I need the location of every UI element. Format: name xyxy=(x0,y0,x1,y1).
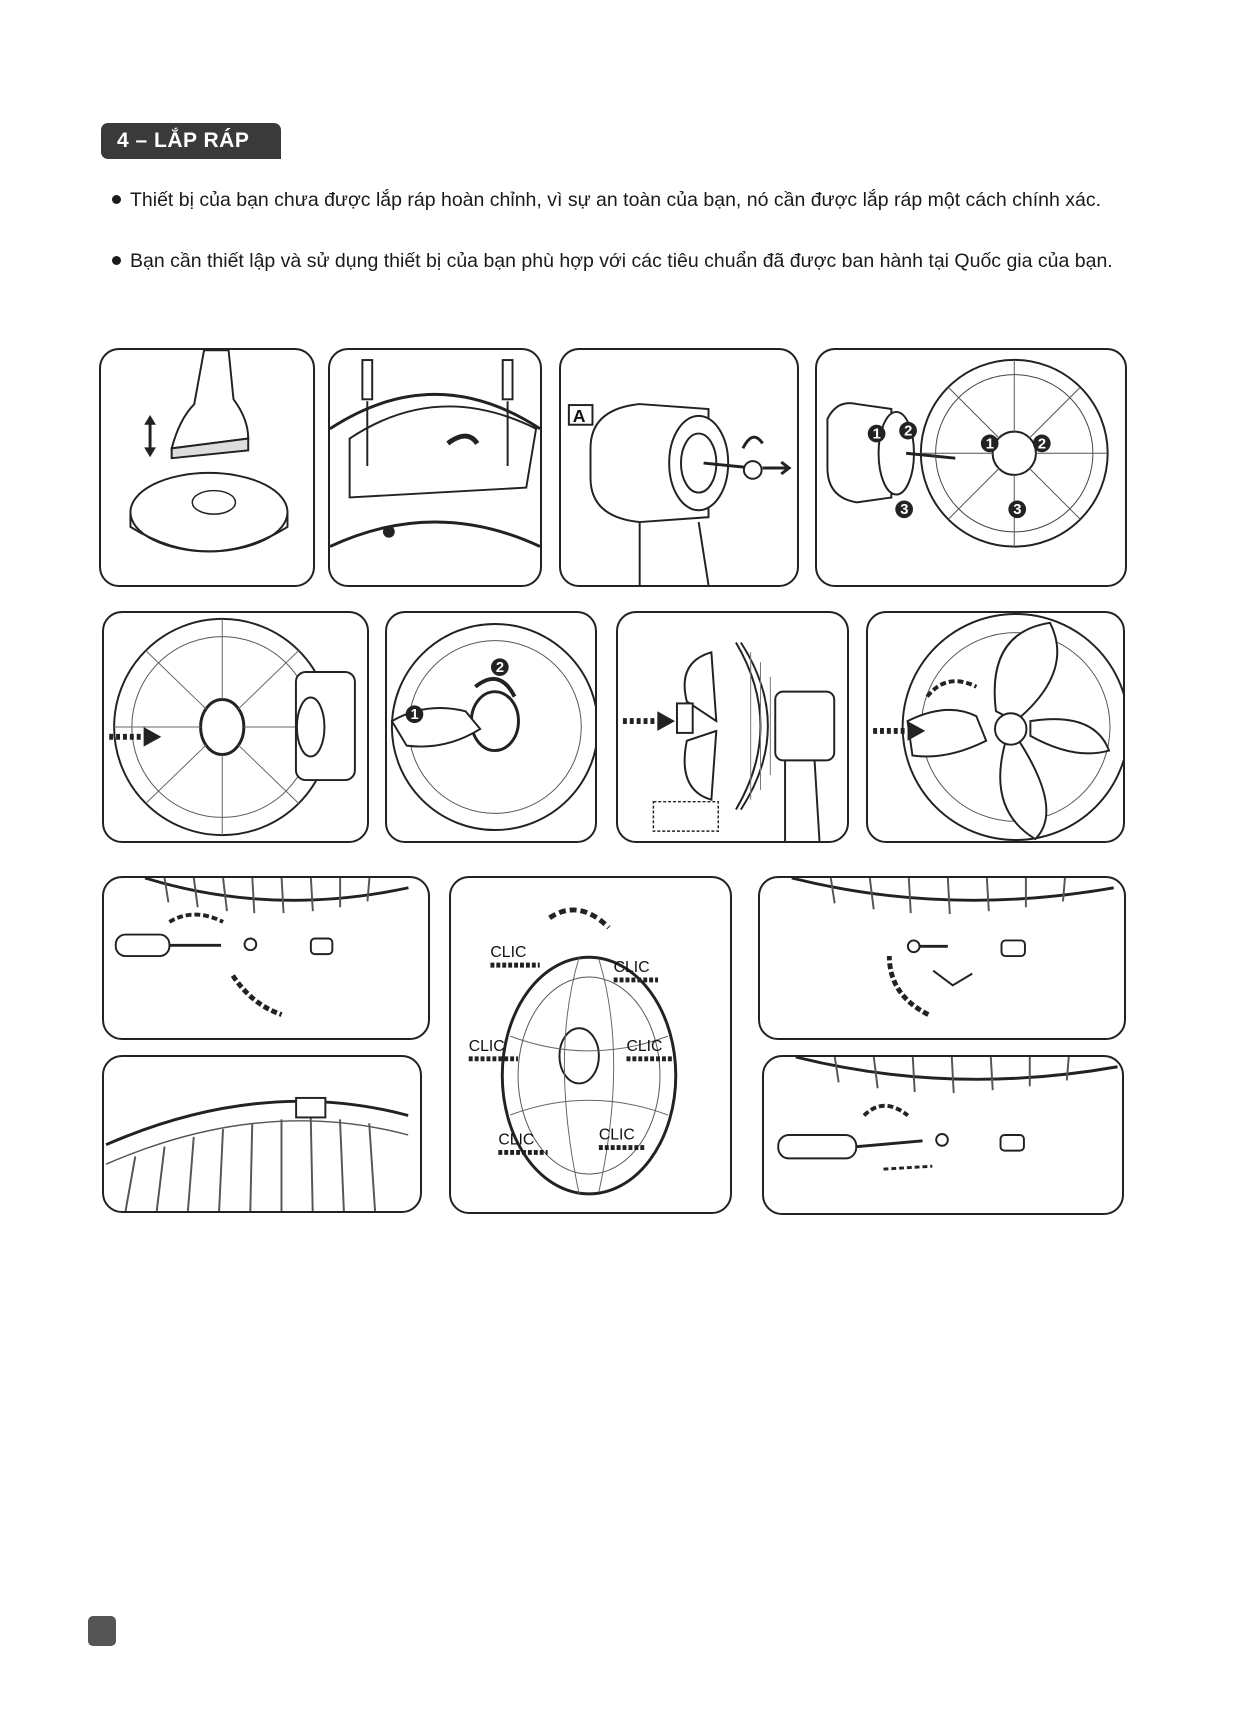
figure-guard-nut: 1 2 xyxy=(385,611,597,843)
clic-label: CLIC xyxy=(490,944,526,961)
bullet-icon xyxy=(112,195,121,204)
figure-guard-mount xyxy=(102,611,369,843)
step-3-badge-guard: 3 xyxy=(1013,502,1021,518)
figure-rear-guard: 1 2 3 1 2 3 xyxy=(815,348,1127,587)
step-2-badge-guard: 2 xyxy=(1038,436,1046,452)
page-marker xyxy=(88,1616,116,1646)
figure-screw-base xyxy=(328,348,542,587)
step-2-badge: 2 xyxy=(904,424,912,440)
paragraph-2: Bạn cần thiết lập và sử dụng thiết bị củ… xyxy=(106,246,1136,277)
step-1-badge-hand: 1 xyxy=(411,707,419,723)
clic-label: CLIC xyxy=(599,1127,635,1144)
paragraph-2-text: Bạn cần thiết lập và sử dụng thiết bị củ… xyxy=(130,250,1113,272)
figure-blade-cap xyxy=(866,611,1125,843)
step-1-badge: 1 xyxy=(873,426,881,442)
figure-remove-clip-screw xyxy=(102,876,430,1040)
figure-blade-mount xyxy=(616,611,849,843)
clic-label: CLIC xyxy=(498,1132,534,1149)
figure-tighten-clip-screw xyxy=(762,1055,1124,1215)
step-3-badge: 3 xyxy=(900,502,908,518)
paragraph-1: Thiết bị của bạn chưa được lắp ráp hoàn … xyxy=(106,185,1136,216)
clic-label: CLIC xyxy=(469,1038,505,1055)
motor-label-a: A xyxy=(573,406,586,426)
step-1-badge-guard: 1 xyxy=(986,436,994,452)
clic-label: CLIC xyxy=(626,1038,662,1055)
clic-label: CLIC xyxy=(614,959,650,976)
paragraph-1-text: Thiết bị của bạn chưa được lắp ráp hoàn … xyxy=(130,189,1101,211)
figure-base-attach xyxy=(99,348,315,587)
figure-motor-remove-nut: A xyxy=(559,348,799,587)
bullet-icon xyxy=(112,256,121,265)
step-2-badge-hand: 2 xyxy=(496,660,504,676)
figure-guard-closeup xyxy=(102,1055,422,1213)
figure-insert-clip-screw xyxy=(758,876,1126,1040)
section-title: 4 – LẮP RÁP xyxy=(101,123,281,159)
figure-front-guard-clic: CLIC CLIC CLIC CLIC CLIC CLIC xyxy=(449,876,732,1214)
